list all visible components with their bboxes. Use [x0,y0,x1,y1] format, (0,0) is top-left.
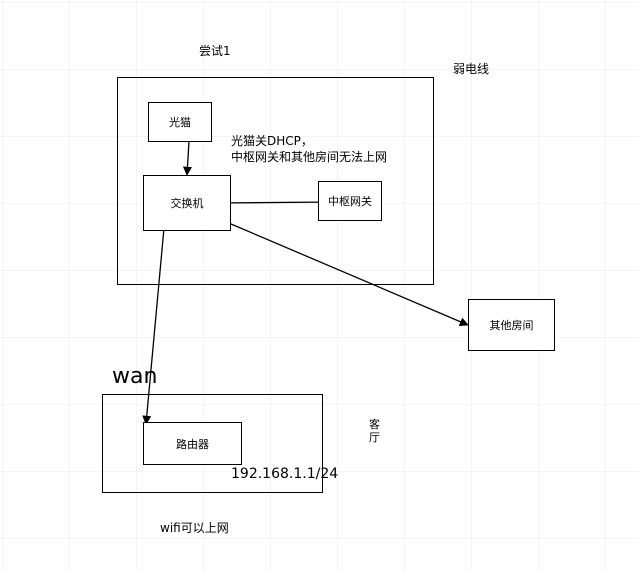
weak-current-label: 弱电线 [453,62,490,76]
edge-modem-to-switch [182,140,193,176]
note-line-2: 中枢网关和其他房间无法上网 [231,150,388,164]
edge-switch-to-hub-gateway [217,197,335,207]
other-rooms-label: 其他房间 [489,319,534,332]
switch-node[interactable]: 交换机 [143,175,231,231]
edge-switch-to-router [142,227,165,425]
hub-gateway-label: 中枢网关 [328,195,372,208]
modem-node[interactable]: 光猫 [148,102,212,142]
other-rooms-node[interactable]: 其他房间 [468,299,555,351]
wan-label: wan [112,364,158,389]
switch-label: 交换机 [170,197,204,210]
living-room-label-2: 厅 [369,431,380,444]
router-label: 路由器 [176,437,209,451]
hub-gateway-node[interactable]: 中枢网关 [318,181,382,221]
living-room-label-1: 客 [369,418,380,431]
ip-address-label: 192.168.1.1/24 [231,466,339,482]
wifi-note-label: wifi可以上网 [160,521,229,535]
weak-current-enclosure [117,77,434,285]
modem-label: 光猫 [169,116,191,129]
living-room-enclosure [102,394,323,493]
title-label: 尝试1 [199,44,231,58]
note-line-1: 光猫关DHCP， [231,134,313,148]
router-node[interactable]: 路由器 [143,422,242,465]
edge-switch-to-other-rooms [223,220,469,326]
